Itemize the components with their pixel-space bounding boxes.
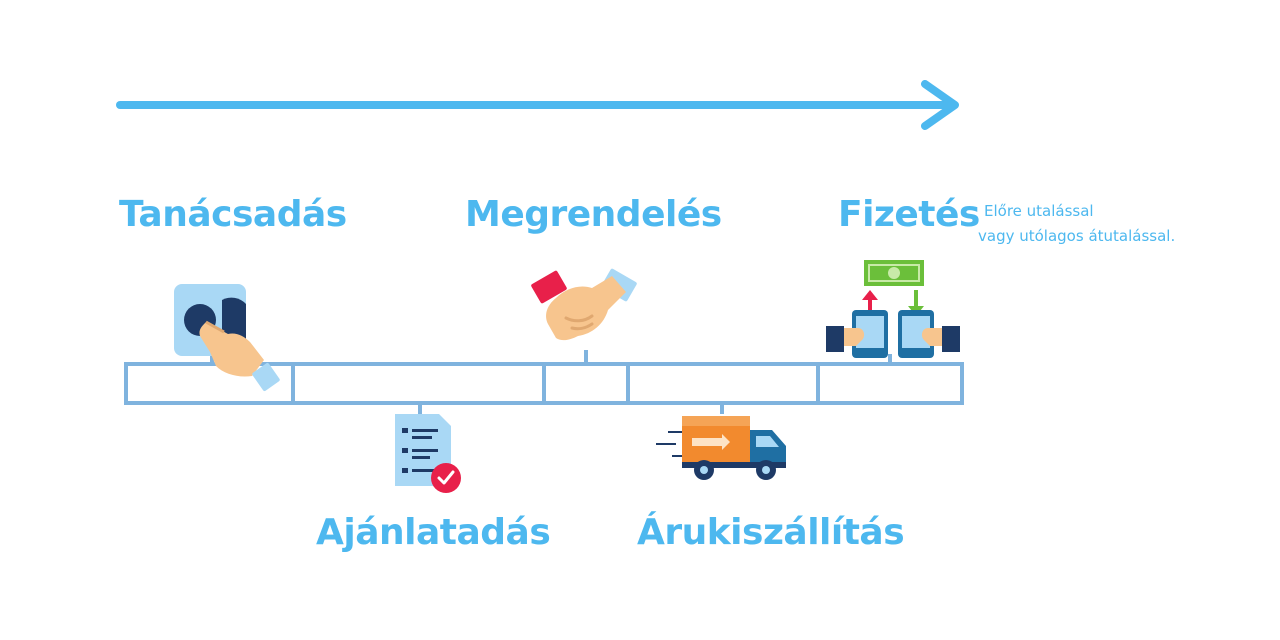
- checklist-document-icon: [395, 414, 461, 493]
- payment-note: Előre utalással vagy utólagos átutalássa…: [978, 199, 1175, 249]
- touch-button-icon: [174, 284, 280, 391]
- step-label-tanacsadas: Tanácsadás: [119, 194, 347, 235]
- delivery-truck-icon: [656, 416, 786, 480]
- direction-arrow: [116, 80, 959, 130]
- step-label-megrendeles: Megrendelés: [465, 194, 722, 235]
- step-label-arukiszallitas: Árukiszállítás: [637, 512, 905, 553]
- payment-note-line1: Előre utalással: [984, 202, 1094, 220]
- payment-note-line2: vagy utólagos átutalással.: [978, 227, 1176, 245]
- handshake-icon: [531, 268, 637, 341]
- money-transfer-icon: [826, 260, 960, 358]
- step-label-ajanlatadas: Ajánlatadás: [316, 512, 551, 553]
- step-label-fizetes: Fizetés: [838, 194, 980, 235]
